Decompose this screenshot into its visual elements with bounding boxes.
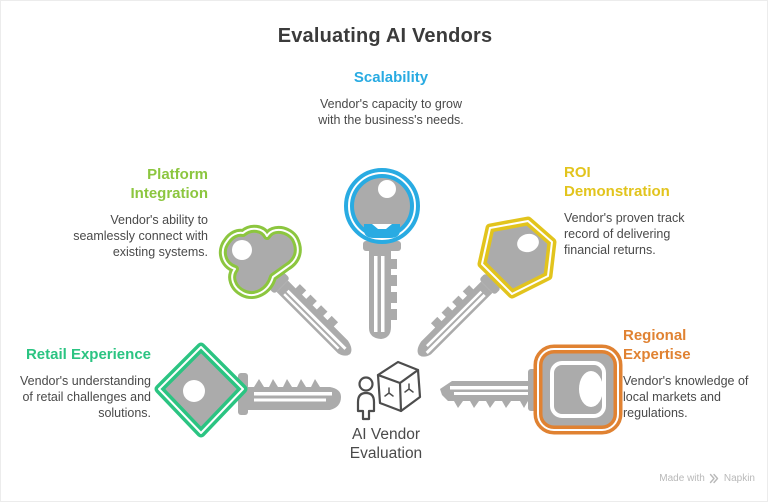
footer-brand-text: Napkin — [723, 473, 755, 484]
roi-demonstration-key-icon — [417, 216, 557, 357]
roi-demonstration-description: Vendor's proven track record of deliveri… — [564, 210, 685, 258]
factor-roi-demonstration: ROI Demonstration Vendor's proven track … — [564, 164, 696, 258]
platform-integration-key-icon — [218, 224, 352, 356]
factor-scalability: Scalability Vendor's capacity to grow wi… — [296, 69, 486, 128]
page-title: Evaluating AI Vendors — [277, 25, 493, 47]
factor-retail-experience: Retail Experience Vendor's understanding… — [9, 346, 151, 422]
retail-experience-description: Vendor's understanding of retail challen… — [20, 373, 151, 421]
footer-credit: Made with Napkin — [659, 473, 755, 484]
center-label: AI Vendor Evaluation — [349, 426, 423, 463]
roi-demonstration-heading: ROI Demonstration — [564, 164, 670, 200]
regional-expertise-description: Vendor's knowledge of local markets and … — [623, 373, 749, 421]
scalability-heading: Scalability — [353, 69, 429, 86]
platform-integration-heading: Platform Integration — [130, 166, 209, 202]
regional-expertise-key-icon — [440, 344, 623, 435]
retail-experience-key-icon — [154, 342, 341, 438]
napkin-logo-icon — [709, 473, 719, 484]
footer-made-with-text: Made with — [659, 473, 705, 484]
factor-platform-integration: Platform Integration Vendor's ability to… — [58, 166, 208, 260]
platform-integration-description: Vendor's ability to seamlessly connect w… — [73, 212, 208, 260]
scalability-key-icon — [344, 168, 420, 339]
retail-experience-heading: Retail Experience — [25, 346, 151, 363]
scalability-description: Vendor's capacity to grow with the busin… — [318, 96, 464, 127]
factor-regional-expertise: Regional Expertise Vendor's knowledge of… — [623, 327, 758, 421]
person-evaluating-box-icon — [356, 360, 422, 421]
regional-expertise-heading: Regional Expertise — [623, 327, 691, 363]
